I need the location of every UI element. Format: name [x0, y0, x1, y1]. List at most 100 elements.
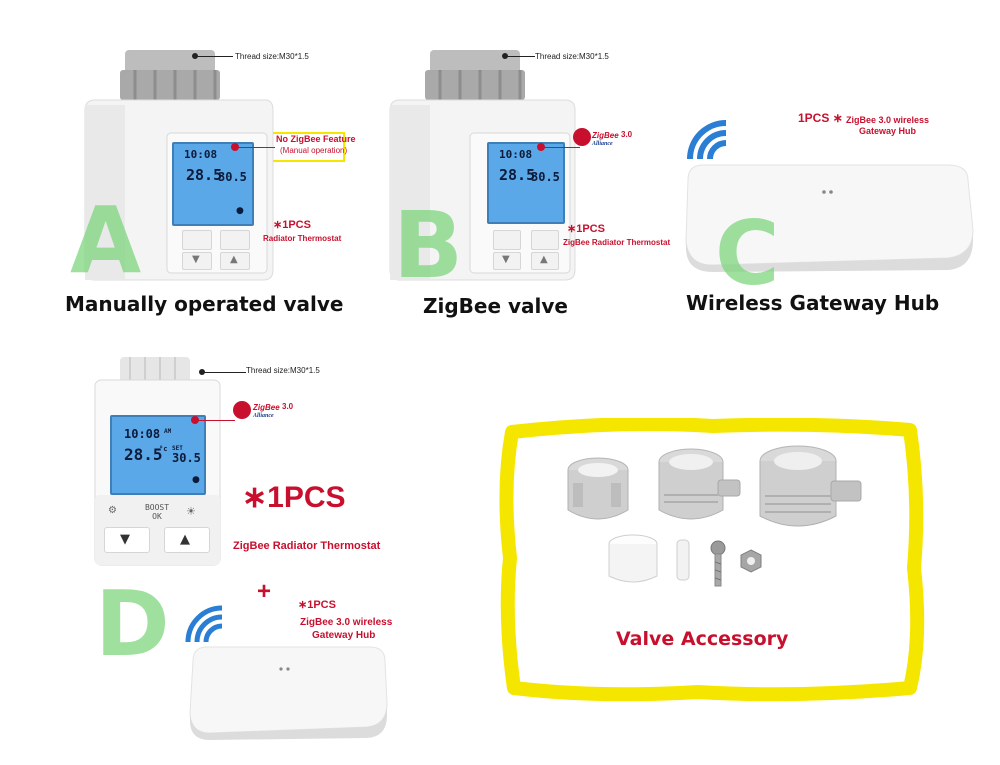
zigbee-pointer-d [195, 420, 235, 421]
option-letter-d: D [95, 572, 170, 677]
boost-ok-button-d[interactable]: BOOST OK [138, 503, 176, 525]
qty-d: ∗1PCS [242, 481, 346, 514]
zigbee-logo-text-b: ZigBee [592, 131, 619, 140]
zigbee-pointer-b [540, 147, 580, 148]
down-button-a[interactable]: ▼ [182, 252, 212, 270]
zigbee-logo-ver-b: 3.0 [621, 130, 633, 139]
option-letter-a: A [70, 187, 142, 294]
zigbee-logo-sub-b: Alliance [592, 141, 613, 147]
mode-icon[interactable]: ⚙ [108, 505, 117, 516]
product-name-a: Radiator Thermostat [263, 234, 342, 243]
down-button-b[interactable]: ▼ [493, 252, 521, 270]
down-arrow-icon: ▼ [502, 254, 510, 265]
gateway-hub-d-image [189, 646, 388, 740]
wifi-icon [687, 120, 727, 160]
feature-dot-a [231, 143, 239, 151]
nut-image [740, 549, 762, 573]
thread-pointer-d [202, 372, 246, 373]
qty-c-text: 1PCS [798, 111, 830, 125]
lcd-set-temp: 30.5 [531, 170, 560, 184]
hub-qty-d: ∗1PCS [298, 599, 336, 611]
zigbee-logo-icon [233, 401, 251, 419]
lcd-ampm: AM [164, 428, 172, 435]
thread-label-b: Thread size:M30*1.5 [535, 52, 609, 61]
caption-a: Manually operated valve [65, 292, 344, 316]
option-letter-b: B [393, 192, 464, 299]
lcd-time: 10:08 [499, 148, 533, 161]
thread-pointer-b [505, 56, 535, 57]
lcd-set-label: SET [172, 445, 183, 452]
sun-moon-icon[interactable]: ☀ [186, 505, 196, 518]
up-button-d[interactable]: ▲ [164, 527, 210, 553]
up-button-a[interactable]: ▲ [220, 252, 250, 270]
hub-line2-d: Gateway Hub [312, 630, 376, 641]
adapter-ring-2-image [658, 448, 741, 520]
screw-image [710, 540, 726, 587]
zigbee-dot-d [191, 416, 199, 424]
lcd-unit: °c [159, 445, 168, 453]
ok-label: OK [152, 512, 162, 521]
lock-icon: ● [236, 206, 244, 216]
lcd-current-temp: 28.5 [186, 166, 223, 184]
zigbee-dot-b [537, 143, 545, 151]
qty-a-text: 1PCS [282, 219, 311, 231]
down-arrow-icon: ▼ [120, 532, 130, 547]
lcd-current-temp: 28.5 [124, 445, 163, 464]
pin-image [676, 539, 690, 581]
adapter-ring-3-image [759, 445, 862, 527]
up-arrow-icon: ▲ [180, 532, 190, 547]
qty-a: ∗1PCS [273, 219, 311, 231]
down-button-d[interactable]: ▼ [104, 527, 150, 553]
lcd-time: 10:08 [124, 427, 161, 441]
product-d: 10:08 AM 28.5 °c SET 30.5 ● BOOST OK ⚙ ☀… [90, 355, 450, 755]
sleeve-image [608, 534, 658, 583]
down-arrow-icon: ▼ [192, 254, 200, 265]
qty-b: ∗1PCS [567, 223, 605, 235]
hub-qty-d-text: 1PCS [307, 599, 336, 611]
option-letter-c: C [715, 202, 780, 305]
lcd-a: 10:08 28.5 30.5 ● [172, 142, 254, 226]
gateway-hub-c-image [685, 164, 974, 272]
zigbee-logo-ver-d: 3.0 [282, 402, 294, 411]
mode-button-b[interactable] [531, 230, 559, 250]
qty-d-text: 1PCS [267, 481, 346, 514]
lcd-d: 10:08 AM 28.5 °c SET 30.5 ● [110, 415, 206, 495]
adapter-ring-1-image [567, 457, 629, 520]
boost-label: BOOST [144, 503, 170, 512]
zigbee-logo-text-d: ZigBee [253, 403, 280, 412]
lock-icon: ● [192, 475, 200, 485]
feature-pointer-a [235, 147, 275, 148]
lcd-set-temp: 30.5 [218, 170, 247, 184]
wifi-icon [185, 605, 223, 643]
thread-dot-b [502, 53, 508, 59]
thread-label-d: Thread size:M30*1.5 [246, 366, 320, 375]
feature-line1-a: No ZigBee Feature [276, 134, 356, 144]
accessory-caption: Valve Accessory [616, 628, 789, 650]
up-arrow-icon: ▲ [230, 254, 238, 265]
up-button-b[interactable]: ▲ [531, 252, 559, 270]
boost-button-b[interactable] [493, 230, 521, 250]
zigbee-logo-icon [573, 128, 591, 146]
product-name-d: ZigBee Radiator Thermostat [233, 540, 381, 552]
qty-c: 1PCS ∗ [798, 111, 843, 125]
mode-button-a[interactable] [220, 230, 250, 250]
boost-button-a[interactable] [182, 230, 212, 250]
thread-label-a: Thread size:M30*1.5 [235, 52, 309, 61]
zigbee-logo-sub-d: Alliance [253, 413, 274, 419]
up-arrow-icon: ▲ [540, 254, 548, 265]
product-c: 1PCS ∗ ZigBee 3.0 wireless Gateway Hub C… [670, 95, 990, 325]
valve-accessory-panel: Valve Accessory [498, 418, 928, 703]
product-name-b: ZigBee Radiator Thermostat [563, 238, 671, 247]
thread-dot-a [192, 53, 198, 59]
product-a: 10:08 28.5 30.5 ● ▼ ▲ Thread size:M30*1.… [60, 40, 356, 320]
lcd-b: 10:08 28.5 30.5 [487, 142, 565, 224]
plus-sign: + [257, 578, 272, 605]
thread-pointer-a [195, 56, 233, 57]
caption-b: ZigBee valve [423, 294, 568, 318]
product-line1-c: ZigBee 3.0 wireless [846, 115, 930, 125]
qty-b-text: 1PCS [576, 223, 605, 235]
lcd-set-temp: 30.5 [172, 451, 201, 465]
caption-c: Wireless Gateway Hub [686, 291, 940, 315]
lcd-time: 10:08 [184, 148, 218, 161]
thread-dot-d [199, 369, 205, 375]
